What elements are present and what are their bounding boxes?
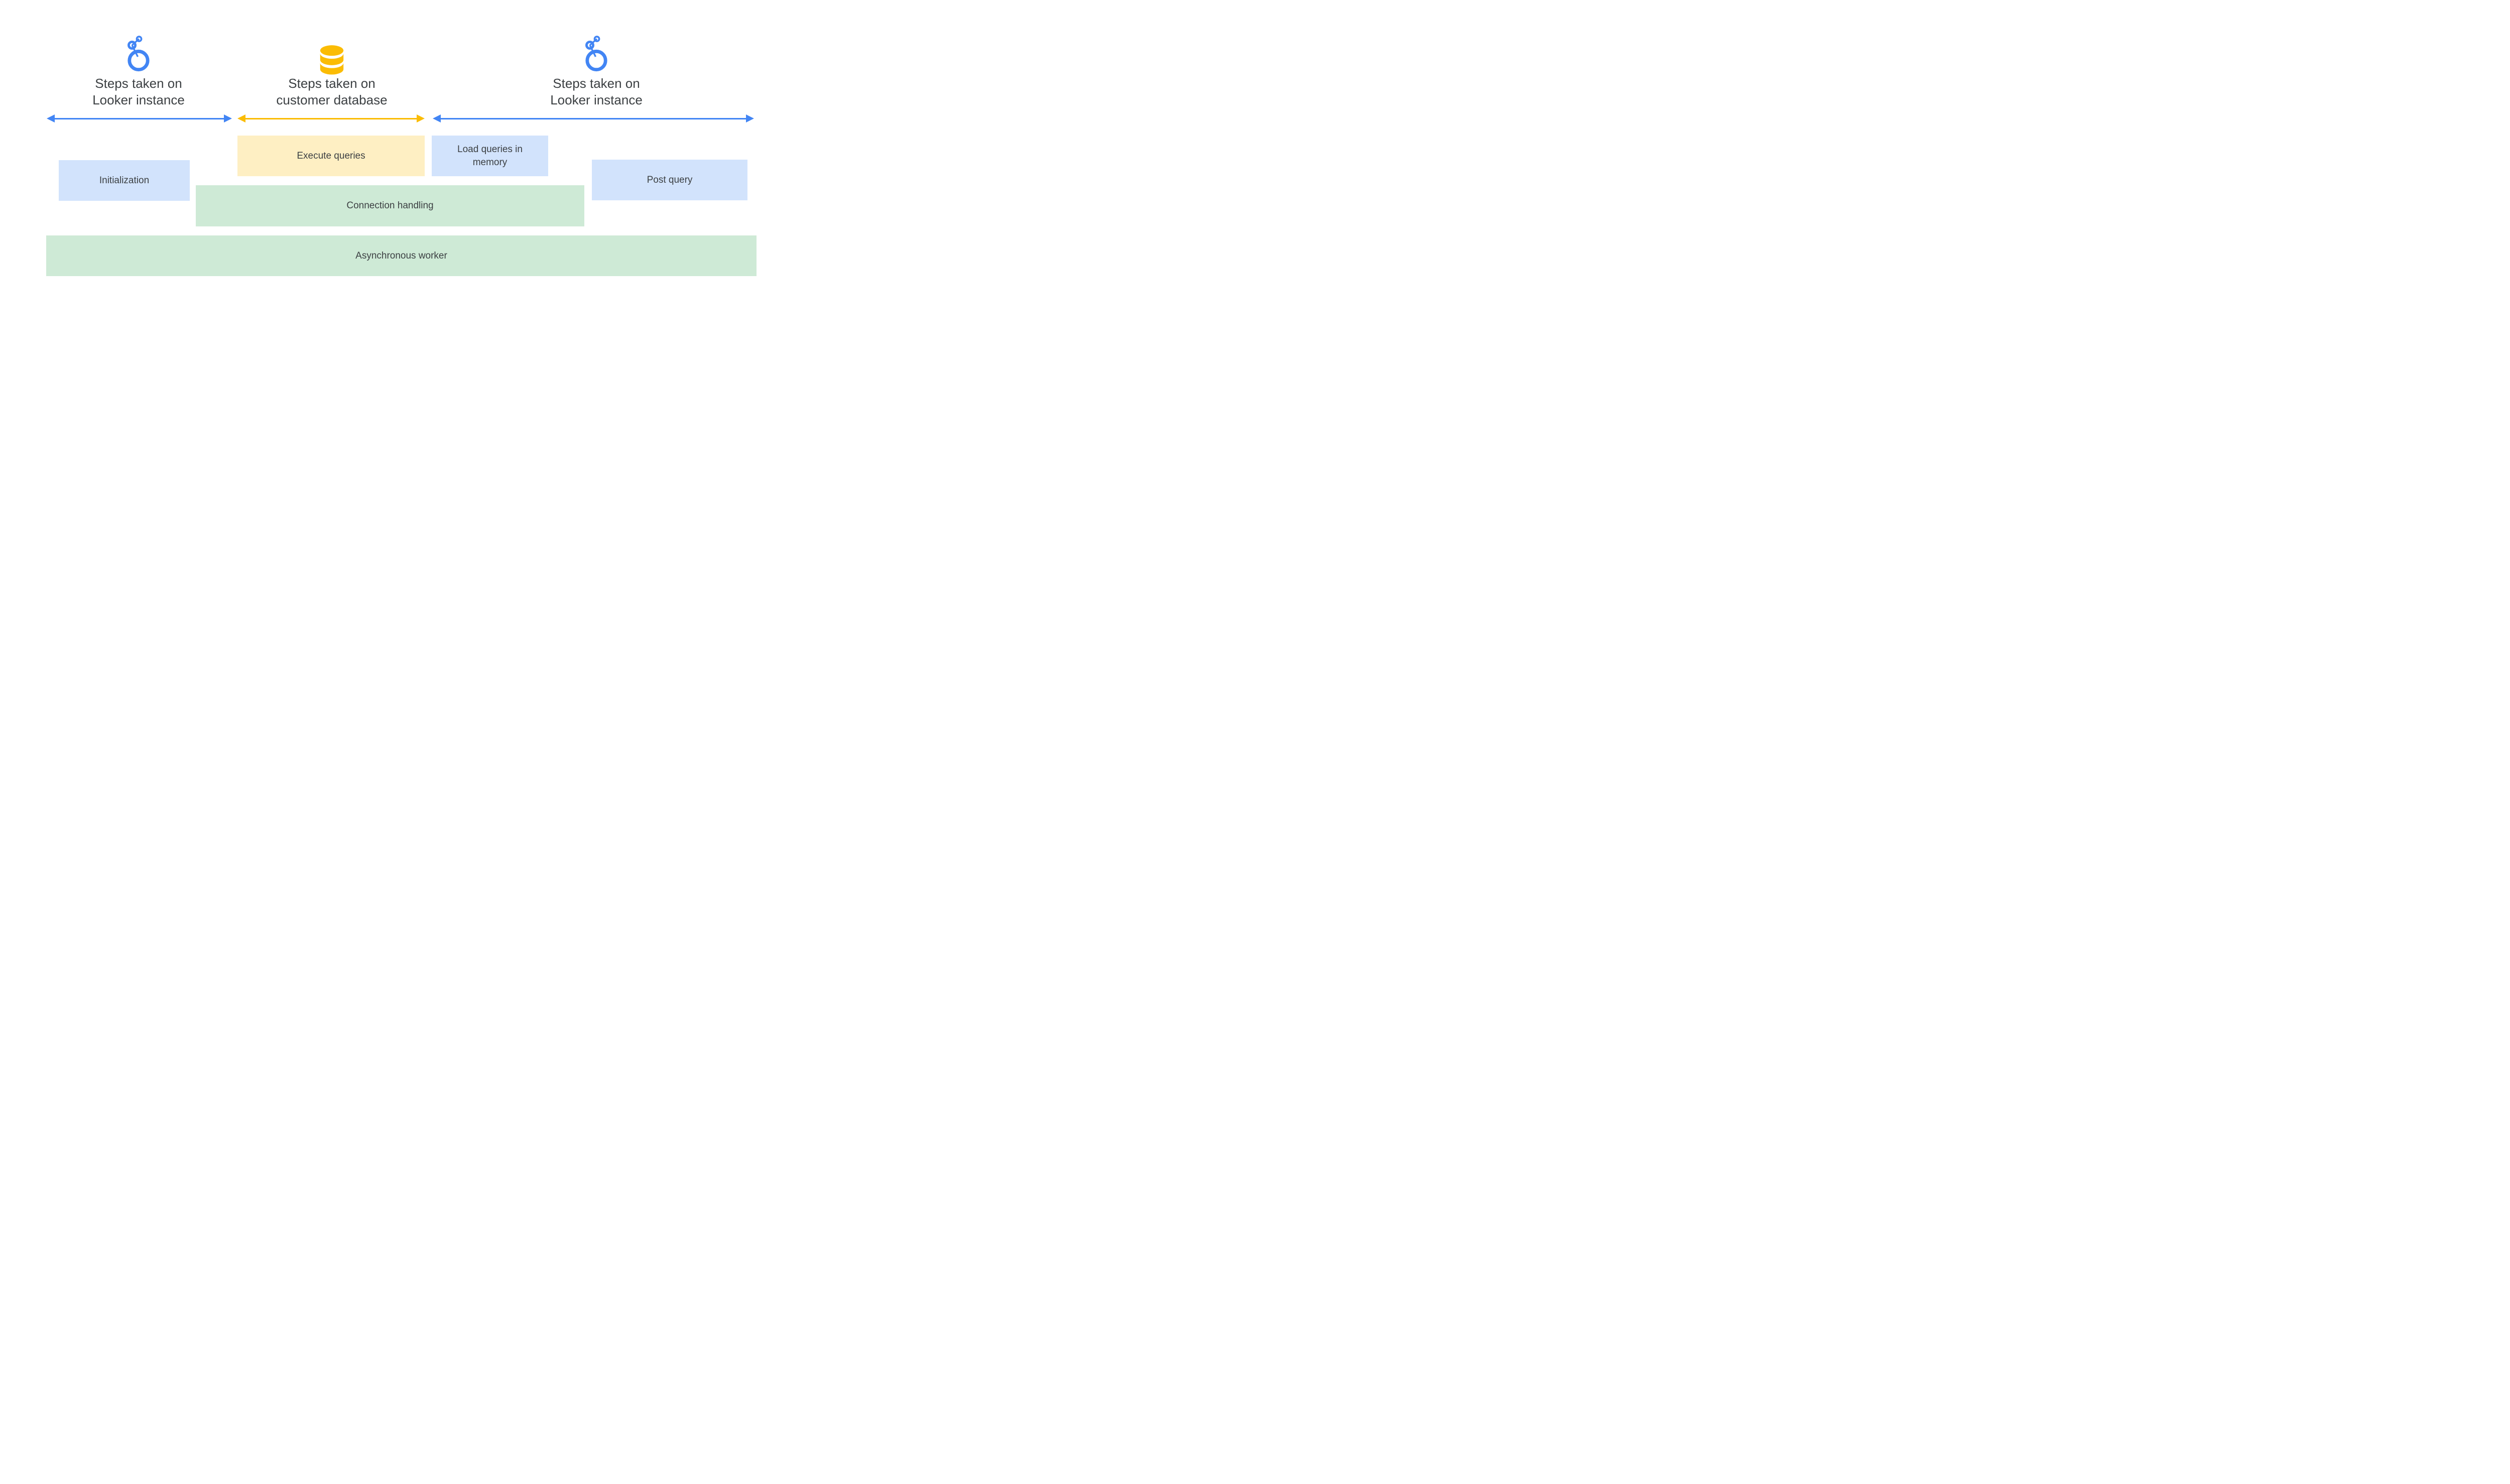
caption-line: Steps taken on bbox=[288, 76, 375, 91]
caption-looker-instance-left: Steps taken on Looker instance bbox=[58, 75, 219, 108]
arrowhead-left-icon bbox=[47, 114, 55, 122]
span-arrow-looker-right bbox=[433, 114, 754, 123]
arrowhead-right-icon bbox=[224, 114, 232, 122]
caption-line: Looker instance bbox=[550, 92, 643, 107]
span-arrow-looker-left bbox=[47, 114, 232, 123]
arrow-shaft bbox=[439, 117, 747, 119]
box-label: Connection handling bbox=[346, 200, 434, 211]
arrowhead-left-icon bbox=[433, 114, 441, 122]
looker-logo-icon bbox=[127, 36, 150, 72]
looker-logo-icon bbox=[585, 36, 608, 72]
arrowhead-right-icon bbox=[417, 114, 425, 122]
load-queries-in-memory-box: Load queries in memory bbox=[432, 136, 548, 176]
arrowhead-left-icon bbox=[237, 114, 245, 122]
diagram-canvas: Steps taken on Looker instance Steps tak… bbox=[0, 0, 803, 297]
post-query-box: Post query bbox=[592, 160, 747, 200]
arrowhead-right-icon bbox=[746, 114, 754, 122]
arrow-shaft bbox=[53, 117, 225, 119]
caption-customer-database: Steps taken on customer database bbox=[252, 75, 412, 108]
box-label: Execute queries bbox=[297, 150, 365, 161]
initialization-box: Initialization bbox=[59, 160, 190, 201]
caption-line: Steps taken on bbox=[553, 76, 640, 91]
caption-line: customer database bbox=[276, 92, 388, 107]
caption-line: Looker instance bbox=[92, 92, 185, 107]
box-label: Post query bbox=[647, 174, 693, 185]
asynchronous-worker-box: Asynchronous worker bbox=[46, 235, 757, 276]
database-icon bbox=[317, 45, 346, 76]
caption-line: Steps taken on bbox=[95, 76, 182, 91]
box-label: Load queries in memory bbox=[457, 144, 523, 168]
span-arrow-customer-database bbox=[237, 114, 425, 123]
arrow-shaft bbox=[244, 117, 418, 119]
box-label: Asynchronous worker bbox=[355, 250, 447, 261]
box-label: Initialization bbox=[99, 175, 150, 186]
execute-queries-box: Execute queries bbox=[237, 136, 425, 176]
caption-looker-instance-right: Steps taken on Looker instance bbox=[516, 75, 677, 108]
connection-handling-box: Connection handling bbox=[196, 185, 584, 226]
